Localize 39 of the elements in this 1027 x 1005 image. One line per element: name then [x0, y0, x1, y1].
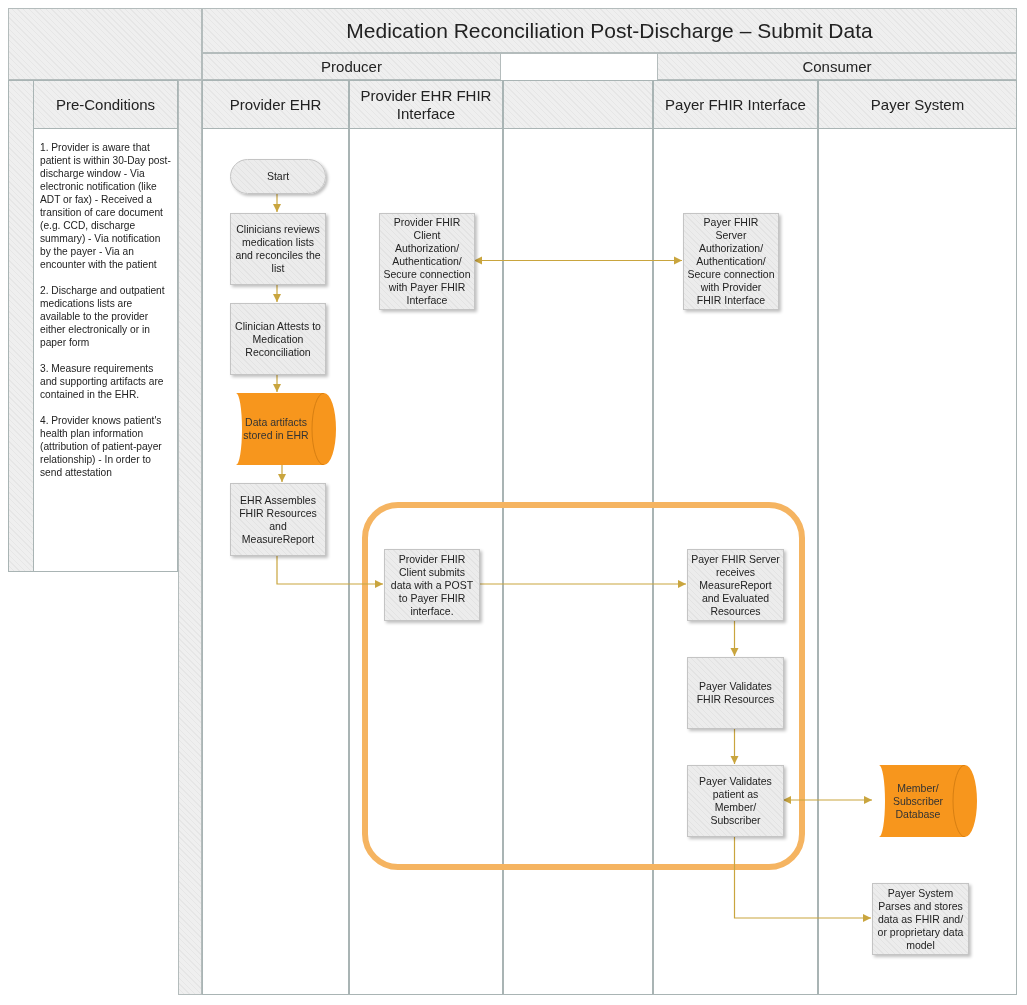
lane-header: Provider EHR: [203, 81, 348, 129]
process-box: Provider FHIR Client Authorization/ Authentication/ Secure connection with Payer FHIR Interface: [379, 213, 475, 310]
process-box: EHR Assembles FHIR Resources and MeasureReport: [230, 483, 326, 556]
swimlane: [349, 80, 503, 995]
start-terminator: Start: [230, 159, 326, 194]
process-box: Payer System Parses and stores data as FHIR and/ or proprietary data model: [872, 883, 969, 955]
arrow: [733, 835, 872, 922]
lane-header: Pre-Conditions: [34, 81, 177, 129]
swimlane: [8, 80, 178, 572]
arrow: [273, 192, 281, 213]
lane-header: Payer System: [819, 81, 1016, 129]
arrow: [478, 580, 687, 588]
precondition-note: 4. Provider knows patient's health plan information (attribution of patient-payer relationship) - In order to send attestation: [40, 414, 163, 479]
process-box: Payer FHIR Server Authorization/ Authentication/ Secure connection with Provider FHIR Interface: [683, 213, 779, 310]
precondition-note: 2. Discharge and outpatient medications lists are available to the provider either electronically or in paper form: [40, 284, 166, 349]
arrow: [730, 619, 739, 657]
precondition-note: 1. Provider is aware that patient is within 30-Day post-discharge window - Via electronic notification (like ADT or fax) - Received a transition of care document (e.g. CCD, discharge summary) - Via notification by the payer - Via an encounter with the patient: [40, 141, 171, 271]
phase-header: Producer: [202, 53, 501, 80]
process-box: Payer Validates patient as Member/ Subscriber: [687, 765, 784, 837]
swimlane: [653, 80, 818, 995]
arrow: [276, 554, 384, 588]
arrow: [278, 463, 286, 483]
lane-header: Payer FHIR Interface: [654, 81, 817, 129]
process-box: Payer Validates FHIR Resources: [687, 657, 784, 729]
precondition-note: 3. Measure requirements and supporting artifacts are contained in the EHR.: [40, 362, 165, 401]
process-box: Provider FHIR Client submits data with a POST to Payer FHIR interface.: [384, 549, 480, 621]
arrow: [273, 283, 281, 303]
double-arrow: [782, 796, 873, 804]
phase-header: Consumer: [657, 53, 1017, 80]
diagram-title: Medication Reconciliation Post-Discharge – Submit Data: [202, 8, 1017, 53]
lane-header: Provider EHR FHIR Interface: [350, 81, 502, 129]
swimlane: [818, 80, 1017, 995]
double-arrow: [473, 256, 683, 265]
process-box: Payer FHIR Server receives MeasureReport and Evaluated Resources: [687, 549, 784, 621]
process-box: Clinician Attests to Medication Reconciliation: [230, 303, 326, 375]
arrow: [273, 373, 281, 393]
arrow: [730, 727, 739, 765]
swimlane: [202, 80, 349, 995]
process-box: Clinicians reviews medication lists and reconciles the list: [230, 213, 326, 285]
